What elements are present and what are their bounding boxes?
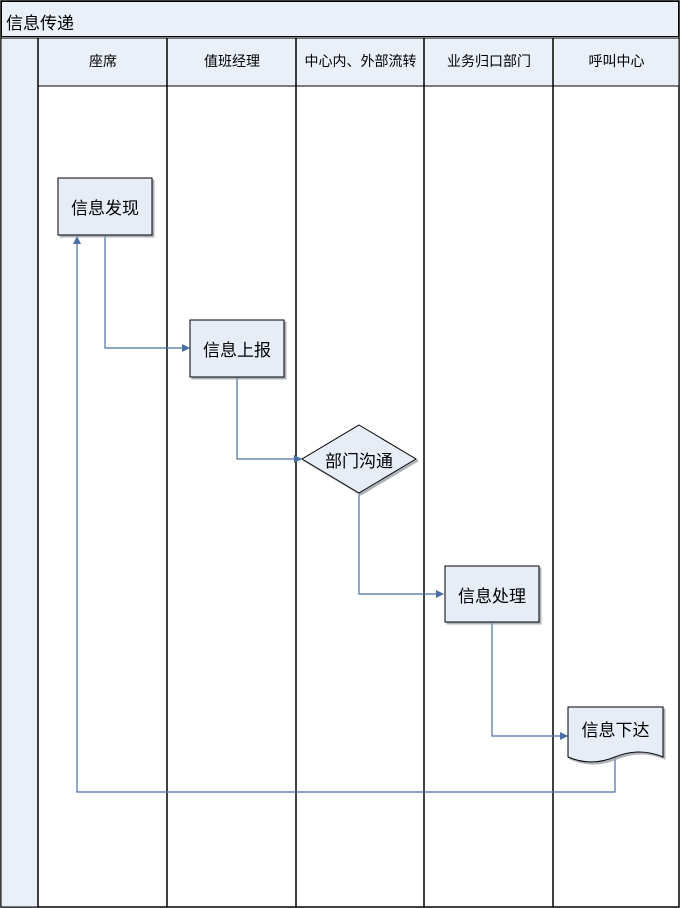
lane-header-business-dept: 业务归口部门 xyxy=(447,53,531,70)
node-info-process-shape xyxy=(444,565,540,623)
connector-found-to-report xyxy=(104,235,190,352)
lane-header-row xyxy=(37,37,680,87)
node-info-report-shape xyxy=(189,319,285,378)
node-info-found-label: 信息发现 xyxy=(71,199,139,219)
node-info-process-label: 信息处理 xyxy=(458,586,526,607)
connector-report-to-comm xyxy=(236,377,302,463)
page-title: 信息传递 xyxy=(6,14,74,34)
connector-process-to-issue xyxy=(491,622,568,740)
connector-issue-to-found xyxy=(73,236,616,793)
node-dept-comm-shape xyxy=(301,424,417,494)
lane-header-call-center: 呼叫中心 xyxy=(588,53,645,70)
lane-header-duty-manager: 值班经理 xyxy=(204,53,260,70)
node-info-report-label: 信息上报 xyxy=(203,341,271,361)
node-info-found-shape xyxy=(57,177,153,236)
lane-header-center-flow: 中心内、外部流转 xyxy=(304,53,417,70)
node-info-issue-shape xyxy=(567,706,664,763)
pool-title-bar: 信息传递 xyxy=(1,1,679,37)
node-info-issue-label: 信息下达 xyxy=(581,720,650,741)
pool-gutter xyxy=(0,37,39,908)
node-dept-comm-label: 部门沟通 xyxy=(325,451,393,472)
lane-header-agent: 座席 xyxy=(89,53,117,70)
connector-comm-to-process xyxy=(358,493,444,598)
